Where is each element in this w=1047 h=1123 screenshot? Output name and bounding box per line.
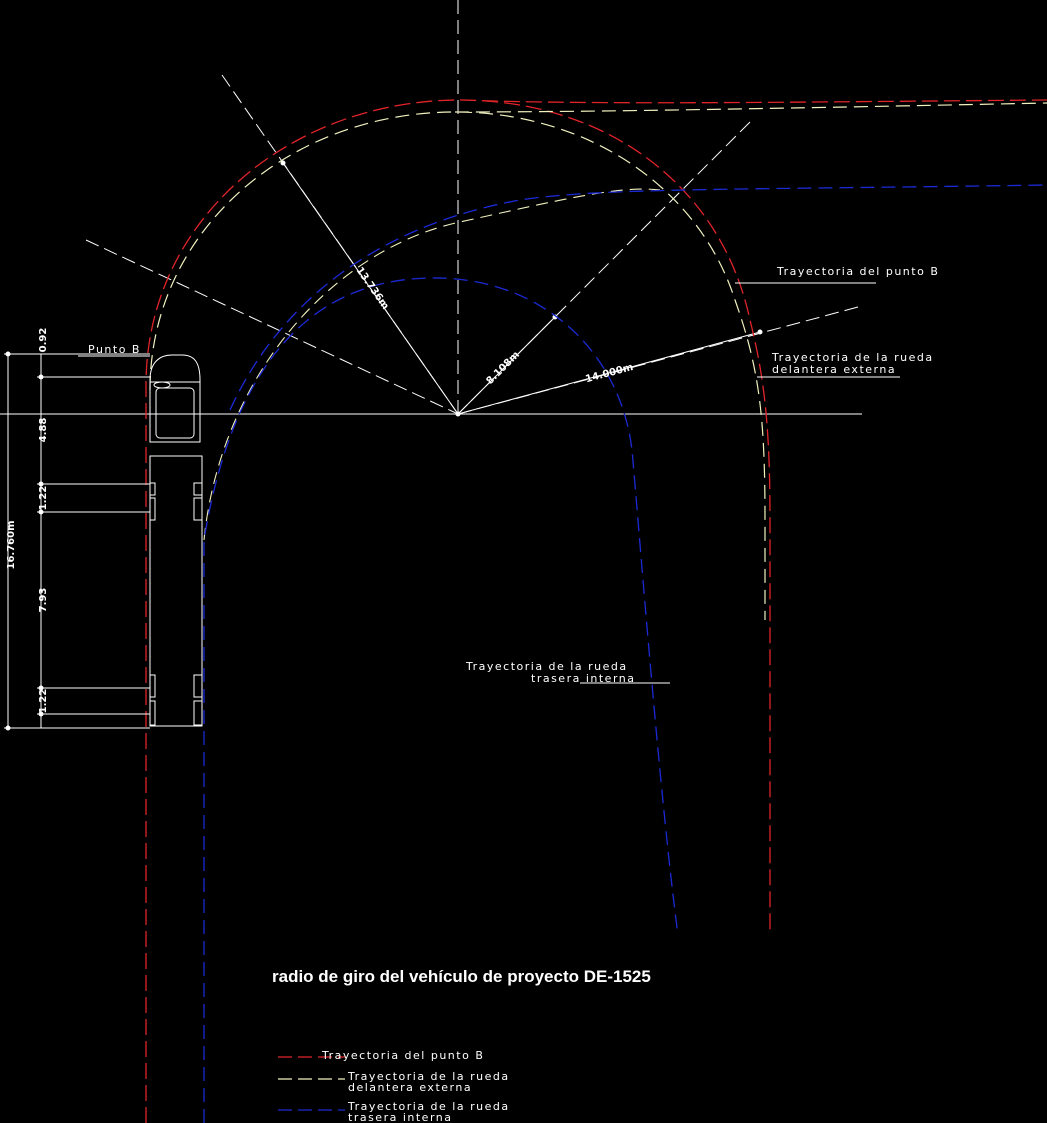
drawing-title: radio de giro del vehículo de proyecto D… [272,967,651,986]
wheel-3 [193,482,203,496]
front-wheel-path [149,102,1047,620]
vehicle-windshield [155,387,195,439]
rear-wheel-path-upper [229,184,1047,411]
radius-label-r1: 13.736m [353,265,390,311]
front-wheel-label-2: delantera externa [772,363,896,376]
radius-line-r1 [282,162,459,415]
radius-line-r3 [457,331,761,415]
wheel-8 [193,700,203,726]
rear-wheel-label-1: Trayectoria de la rueda [465,660,628,673]
legend-item-2-line1: Trayectoria de la rueda [347,1070,510,1083]
punto-b-label: Punto B [88,343,141,356]
dim-d5: 1.22 [38,689,49,714]
legend-item-3-line2: trasera interna [348,1111,452,1123]
front-wheel-label-1: Trayectoria de la rueda [771,351,934,364]
rear-wheel-path [203,277,679,1123]
outer-path-red [145,99,1047,1123]
front-wheel-path-inner [203,188,661,541]
vehicle [149,354,203,727]
dim-d2: 4.88 [38,418,49,443]
radius-lines [280,160,763,417]
vehicle-mirror [153,381,171,389]
legend-item-2-line2: delantera externa [348,1081,472,1094]
radius-line-r2 [457,316,556,415]
radius-point-r1 [280,160,286,166]
vehicle-trailer [149,455,203,727]
center-point [455,411,461,417]
wheel-5 [149,674,156,698]
wheel-7 [193,674,203,698]
legend-item-3-line1: Trayectoria de la rueda [347,1100,510,1113]
radius-label-r2: 8.108m [484,349,522,387]
wheel-1 [149,482,156,496]
rear-wheel-label-2: trasera interna [531,672,635,685]
dim-d1: 0.92 [38,328,49,353]
dim-d3: 1.22 [38,486,49,511]
legend-item-1: Trayectoria del punto B [321,1049,484,1062]
punto-b-path-label: Trayectoria del punto B [776,265,939,278]
diagonal-line-2 [85,239,459,415]
vehicle-cab [149,354,201,443]
dim-d4: 7.93 [38,588,49,613]
radius-label-r3: 14.000m [584,362,634,385]
wheel-2 [149,497,156,521]
dim-total: 16.760m [6,520,17,569]
radius-point-r3 [757,329,763,335]
dimension-lines [4,351,150,731]
wheel-4 [193,497,203,521]
wheel-6 [149,700,156,726]
legend: Trayectoria del punto B Trayectoria de l… [278,1049,510,1123]
